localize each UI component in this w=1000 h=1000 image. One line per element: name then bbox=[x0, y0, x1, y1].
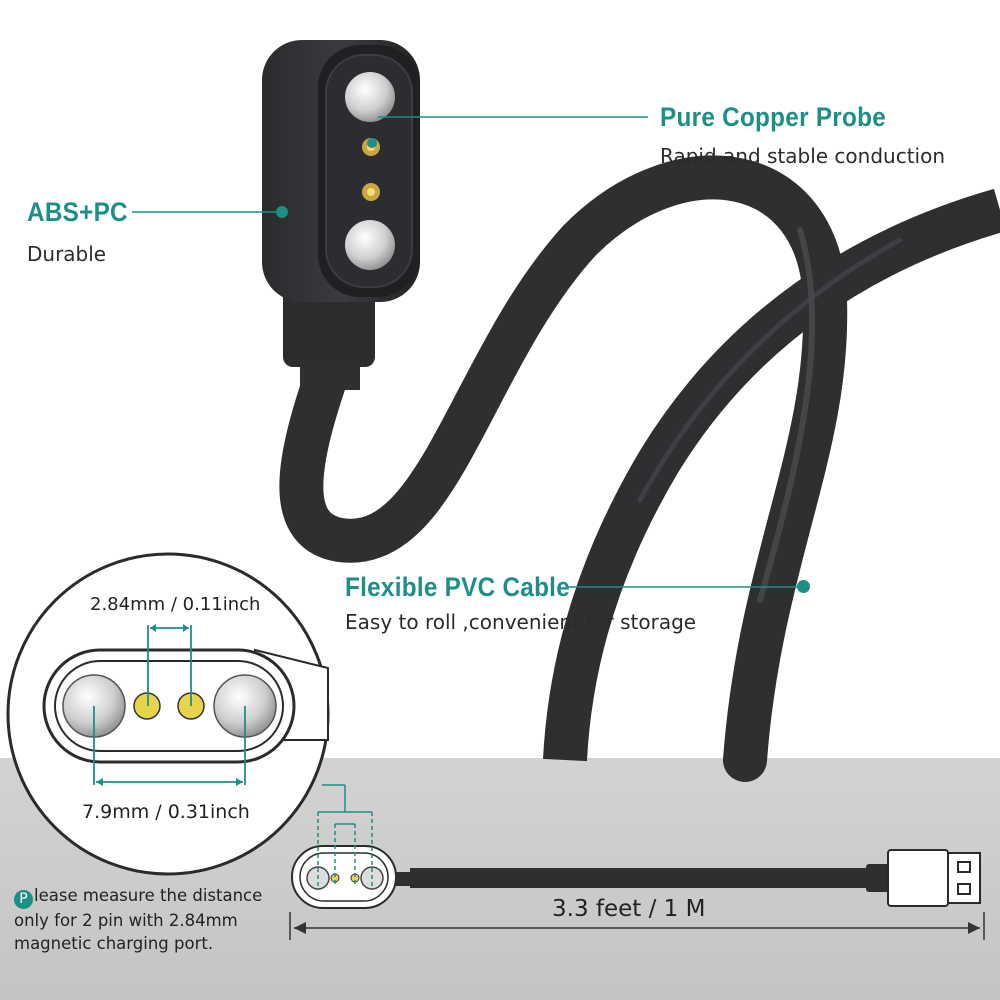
connector-neck bbox=[283, 285, 375, 367]
abs-marker-dot bbox=[276, 206, 288, 218]
magnet-top bbox=[345, 72, 395, 122]
note-text: lease measure the distance only for 2 pi… bbox=[14, 886, 263, 953]
cable-outer bbox=[543, 188, 1000, 762]
cable-diagram bbox=[291, 784, 981, 909]
cable-loop bbox=[279, 155, 848, 782]
detail-connector bbox=[42, 648, 329, 764]
magnet-bottom bbox=[345, 220, 395, 270]
abs-pc-desc: Durable bbox=[27, 242, 107, 266]
note-first-letter-badge: P bbox=[14, 890, 33, 909]
copper-marker-dot bbox=[367, 138, 377, 148]
pin-spacing-label: 2.84mm / 0.11inch bbox=[90, 594, 261, 615]
cable-length-label: 3.3 feet / 1 M bbox=[552, 896, 706, 922]
pvc-cable-title: Flexible PVC Cable bbox=[345, 572, 570, 602]
copper-probe-desc: Rapid and stable conduction bbox=[660, 144, 946, 168]
cable-marker-dot bbox=[797, 580, 810, 593]
outer-spacing-label: 7.9mm / 0.31inch bbox=[82, 801, 250, 823]
copper-probe-title: Pure Copper Probe bbox=[660, 102, 887, 132]
abs-pc-title: ABS+PC bbox=[27, 197, 128, 227]
pvc-cable-desc: Easy to roll ,convenient for storage bbox=[345, 610, 697, 634]
